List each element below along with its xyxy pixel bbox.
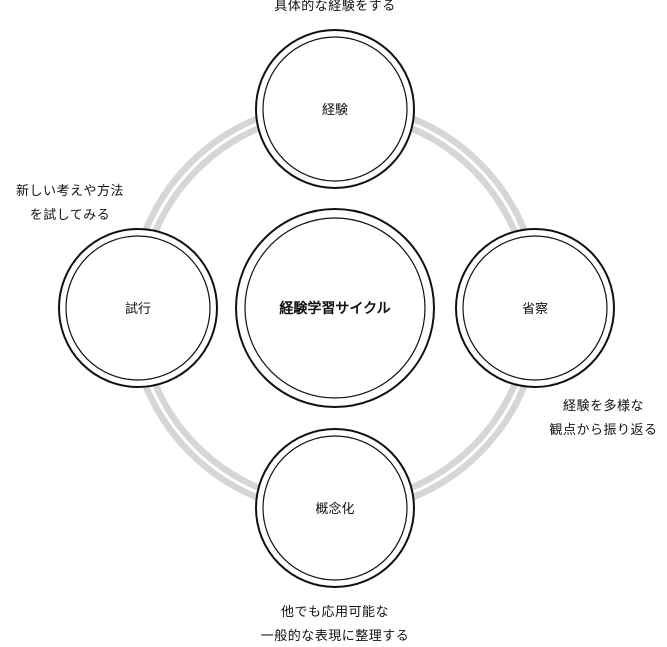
center-label: 経験学習サイクル [279,300,390,317]
caption-left-line-1: 新しい考えや方法 [15,184,124,199]
caption-right-line-1: 経験を多様な [562,399,644,414]
node-reflection: 省察 [455,228,615,388]
caption-bottom: 他でも応用可能な 一般的な表現に整理する [220,603,450,647]
node-conceptualization: 概念化 [255,428,415,588]
caption-top: 具体的な経験をする [235,0,435,17]
center-node: 経験学習サイクル [235,208,435,408]
node-experimentation-label: 試行 [125,301,151,317]
node-conceptualization-label: 概念化 [315,501,354,517]
node-experience-label: 経験 [322,103,348,118]
node-experience: 経験 [255,29,415,189]
caption-right-line-2: 観点から振り返る [549,423,658,438]
caption-left: 新しい考えや方法 を試してみる [0,182,140,226]
node-experimentation: 試行 [58,228,218,388]
caption-left-line-2: を試してみる [29,208,111,223]
caption-bottom-line-2: 一般的な表現に整理する [260,629,410,644]
caption-top-line-1: 具体的な経験をする [274,0,396,14]
caption-bottom-line-1: 他でも応用可能な [280,605,389,620]
node-reflection-label: 省察 [522,302,548,317]
caption-right: 経験を多様な 観点から振り返る [540,397,667,441]
